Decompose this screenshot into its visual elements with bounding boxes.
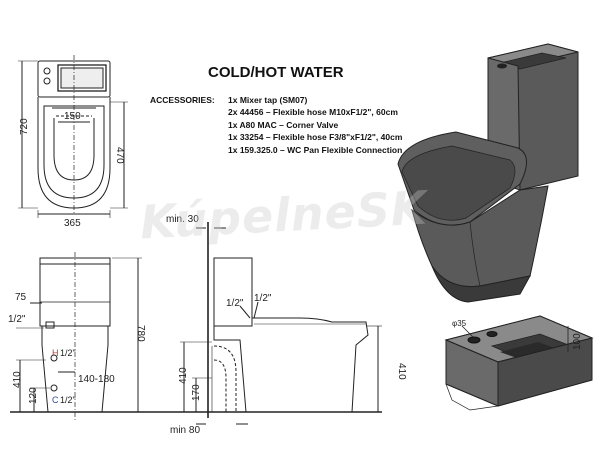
- accessory-item: 1x 159.325.0 – WC Pan Flexible Connectio…: [228, 144, 403, 155]
- dim-front-half-left: 1/2": [8, 314, 26, 325]
- dim-top-inner: 150: [64, 111, 81, 122]
- dim-front-780: 780: [135, 325, 146, 342]
- dim-side-170: 170: [191, 384, 202, 401]
- dim-front-cold-half: 1/2": [60, 395, 76, 405]
- dim-tank-100: 100: [572, 333, 583, 350]
- dim-front-hot-half: 1/2": [60, 348, 76, 358]
- dim-front-410: 410: [12, 371, 23, 388]
- dim-side-half2: 1/2": [254, 293, 272, 304]
- accessory-item: 1x Mixer tap (SM07): [228, 95, 308, 105]
- dim-top-width: 365: [64, 218, 81, 229]
- tap-hole: [467, 336, 481, 344]
- dim-tank-phi: φ35: [452, 319, 467, 328]
- dim-side-410: 410: [178, 367, 189, 384]
- dim-front-75: 75: [15, 292, 27, 303]
- accessories-list: 1x Mixer tap (SM07) 2x 44456 – Flexible …: [228, 94, 448, 156]
- label-cold: C: [52, 395, 59, 405]
- dim-side-min80: min 80: [170, 425, 200, 436]
- dim-front-range: 140-180: [78, 374, 115, 385]
- dim-top-depth: 470: [114, 147, 125, 164]
- dim-side-min30: min. 30: [166, 214, 199, 225]
- accessory-item: 2x 44456 – Flexible hose M10xF1/2", 60cm: [228, 107, 398, 118]
- page-title: COLD/HOT WATER: [208, 64, 344, 81]
- hot-inlet: [50, 354, 58, 362]
- dim-side-410-right: 410: [396, 363, 407, 380]
- accessory-item: 1x 33254 – Flexible hose F3/8"xF1/2", 40…: [228, 132, 403, 143]
- cold-inlet: [50, 384, 58, 392]
- accessories-label: ACCESSORIES:: [150, 95, 215, 105]
- dim-side-half1: 1/2": [226, 298, 244, 309]
- accessory-item: 1x A80 MAC – Corner Valve: [228, 119, 339, 130]
- dim-top-height: 720: [19, 118, 30, 135]
- label-hot: H: [52, 348, 59, 358]
- dim-front-120: 120: [28, 387, 39, 404]
